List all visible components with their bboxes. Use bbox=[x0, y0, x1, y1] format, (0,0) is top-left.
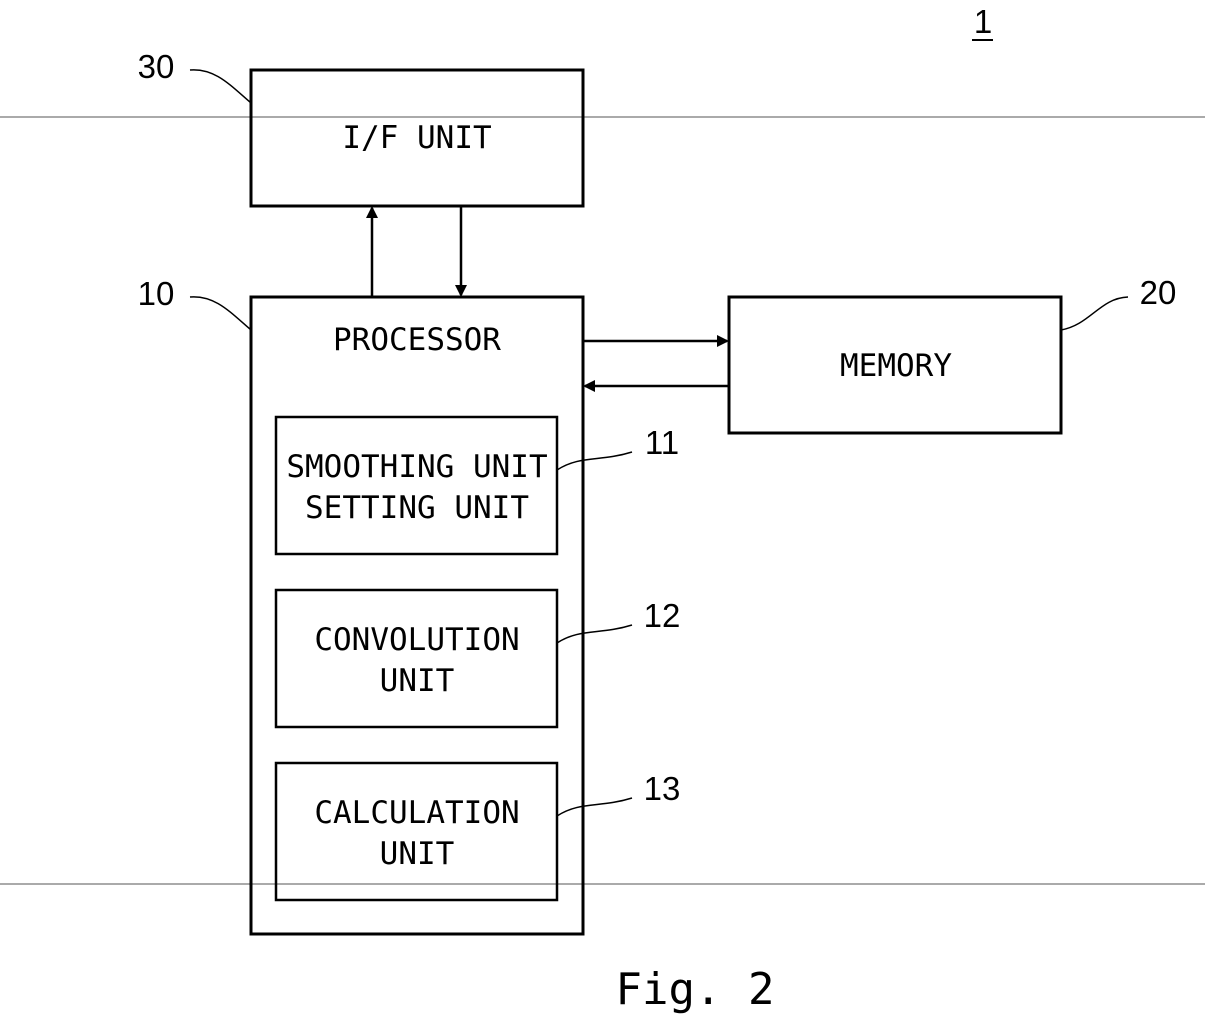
if-unit-block: I/F UNIT bbox=[251, 70, 583, 206]
device-ref-number: 1 bbox=[974, 3, 992, 40]
smoothing-unit-leader bbox=[557, 452, 632, 470]
convolution-unit-label-line-1: CONVOLUTION bbox=[314, 622, 519, 658]
convolution-unit-leader bbox=[557, 625, 632, 643]
calculation-unit-block: CALCULATION UNIT bbox=[276, 763, 557, 900]
smoothing-unit-label-line-1: SMOOTHING UNIT bbox=[286, 449, 547, 485]
calculation-unit-leader bbox=[557, 798, 632, 816]
memory-block: MEMORY bbox=[729, 297, 1061, 433]
memory-ref: 20 bbox=[1140, 274, 1177, 311]
calculation-unit-ref: 13 bbox=[644, 770, 681, 807]
if-unit-ref: 30 bbox=[138, 48, 175, 85]
convolution-unit-block: CONVOLUTION UNIT bbox=[276, 590, 557, 727]
memory-leader bbox=[1061, 297, 1128, 330]
smoothing-unit-ref: 11 bbox=[645, 424, 679, 461]
convolution-unit-ref: 12 bbox=[644, 597, 681, 634]
smoothing-unit-setting-unit-block: SMOOTHING UNIT SETTING UNIT bbox=[276, 417, 557, 554]
figure-caption: Fig. 2 bbox=[616, 964, 775, 1015]
processor-label: PROCESSOR bbox=[333, 322, 501, 358]
processor-leader bbox=[190, 297, 251, 330]
processor-ref: 10 bbox=[138, 275, 175, 312]
if-unit-leader bbox=[190, 70, 251, 103]
memory-label: MEMORY bbox=[840, 348, 952, 384]
smoothing-unit-label-line-2: SETTING UNIT bbox=[305, 490, 529, 526]
calculation-unit-label-line-1: CALCULATION bbox=[314, 795, 519, 831]
calculation-unit-label-line-2: UNIT bbox=[380, 836, 455, 872]
convolution-unit-label-line-2: UNIT bbox=[380, 663, 455, 699]
if-unit-label: I/F UNIT bbox=[342, 120, 491, 156]
